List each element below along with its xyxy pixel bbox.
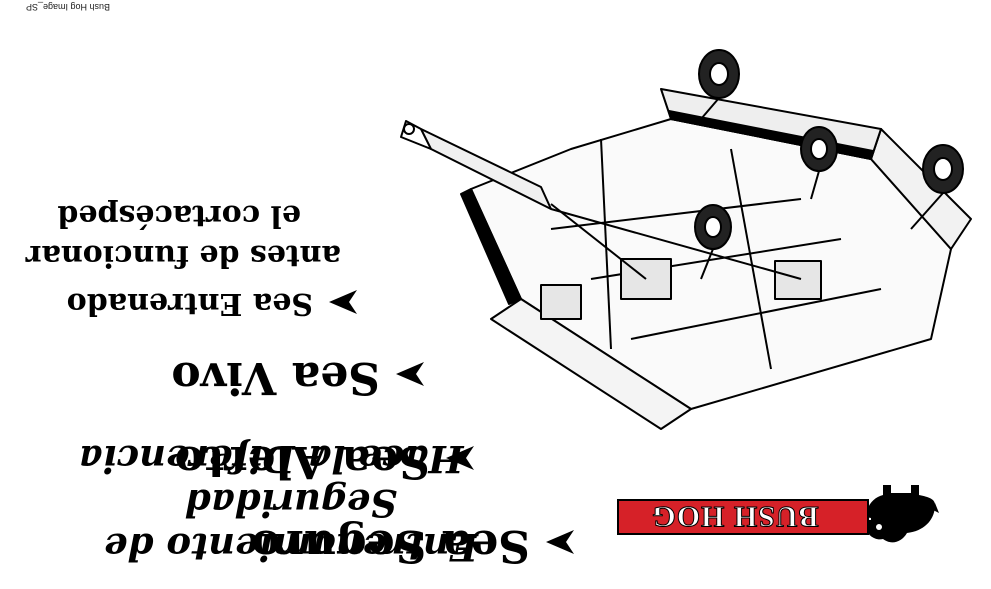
bush-hog-logo: BUSH HOG [616, 479, 941, 549]
arrowhead-icon [396, 362, 424, 387]
image-caption: Bush Hog Image_SP [25, 2, 110, 12]
rotary-mower-illustration [400, 49, 972, 430]
bullet-label: Sea Seguro [251, 520, 530, 571]
bullet-continuation-line-2: antes de funcionar [25, 238, 341, 273]
bullet-continuation-line-3: el cortacésped [57, 198, 301, 233]
bullet-sea-seguro: Sea Seguro [251, 520, 576, 571]
bullet-label: Sea Vivo [171, 352, 380, 403]
bullet-label: Sea Alerto [174, 436, 430, 487]
brand-name: BUSH HOG [651, 500, 819, 534]
arrowhead-icon [329, 290, 357, 314]
arrowhead-icon [446, 446, 474, 471]
arrowhead-icon [546, 530, 574, 555]
bullet-sea-entrenado: Sea Entrenado [67, 285, 359, 321]
bullet-label: Sea Entrenado [66, 286, 313, 321]
wheels [694, 49, 964, 250]
bullet-sea-alerto: Sea Alerto [175, 436, 476, 487]
hog-icon [862, 485, 939, 543]
bullet-sea-vivo: Sea Vivo [171, 352, 426, 403]
